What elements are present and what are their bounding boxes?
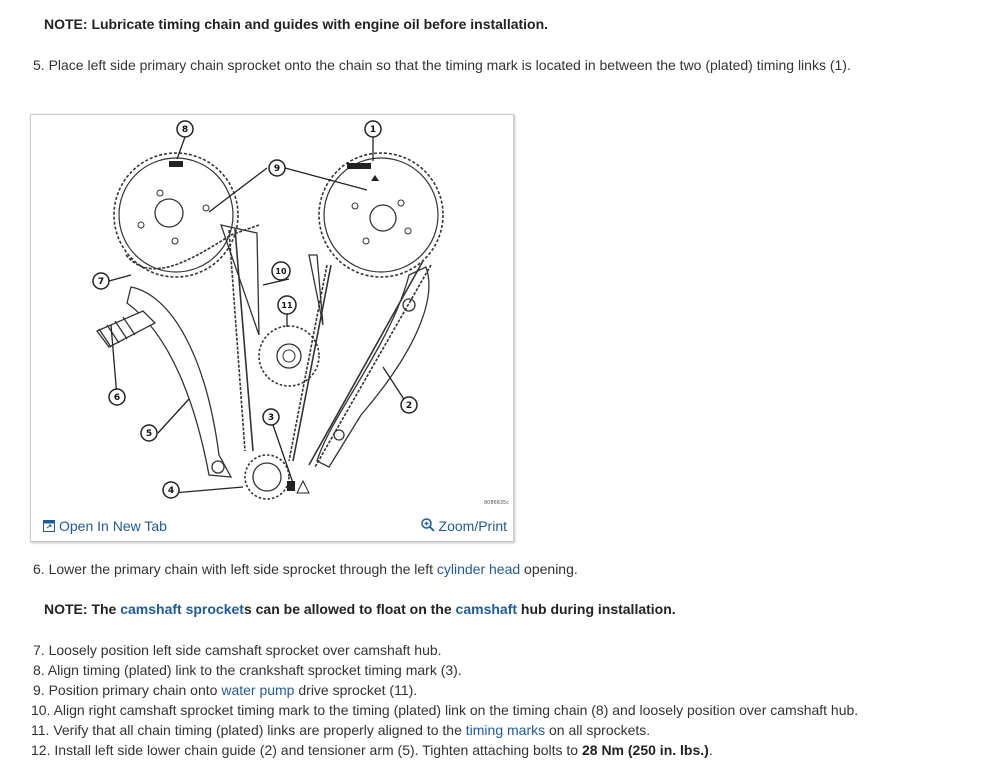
callout-label-9: 9	[274, 164, 280, 174]
step-8: 8. Align timing (plated) link to the cra…	[33, 662, 462, 678]
callout-circle-3	[262, 408, 280, 426]
step-11-text: 11. Verify that all chain timing (plated…	[31, 722, 466, 738]
figure-toolbar: Open In New Tab Zoom/Print	[31, 512, 513, 538]
step-7: 7. Loosely position left side camshaft s…	[33, 642, 442, 658]
water-pump-sprocket	[258, 325, 320, 387]
timing-marks	[169, 161, 379, 494]
tensioner	[95, 310, 157, 348]
callout-label-7: 7	[98, 277, 104, 287]
open-in-new-tab-label: Open In New Tab	[59, 518, 167, 534]
callout-markers: 1 2 3 4 5 6 7 8 9 10 11	[92, 120, 418, 499]
callout-circle-2	[400, 396, 418, 414]
chain-guides	[126, 224, 430, 478]
note-2-prefix: NOTE: The	[44, 601, 121, 617]
zoom-print-button[interactable]: Zoom/Print	[420, 518, 507, 534]
callout-circle-11	[277, 295, 297, 315]
callout-circle-10	[271, 261, 291, 281]
water-pump-link[interactable]: water pump	[221, 682, 295, 698]
cylinder-head-link[interactable]: cylinder head	[436, 561, 521, 577]
zoom-print-label: Zoom/Print	[438, 518, 507, 534]
callout-label-6: 6	[114, 393, 120, 403]
step-11-suffix: on all sprockets.	[545, 722, 651, 738]
crankshaft-sprocket	[244, 454, 290, 500]
timing-chain-figure: 1 2 3 4 5 6 7 8 9 10 11 8086635c Open In New Tab Z…	[30, 114, 514, 542]
magnifier-zoom-icon	[420, 518, 435, 532]
callout-label-8: 8	[182, 125, 188, 135]
callout-circle-4	[162, 481, 180, 499]
callout-circle-8	[176, 120, 194, 138]
step-5: 5. Place left side primary chain sprocke…	[33, 57, 851, 73]
left-camshaft-sprocket	[113, 152, 239, 278]
note-2-suffix: hub during installation.	[517, 601, 676, 617]
callout-label-5: 5	[146, 429, 152, 439]
callout-circle-1	[364, 120, 382, 138]
callout-label-3: 3	[268, 413, 274, 423]
step-11: 11. Verify that all chain timing (plated…	[31, 721, 650, 739]
timing-chain-diagram: 1 2 3 4 5 6 7 8 9 10 11	[92, 120, 444, 500]
torque-value: 28 Nm (250 in. lbs.)	[581, 742, 709, 758]
camshaft-link[interactable]: camshaft	[455, 601, 518, 617]
callout-circle-9	[268, 159, 286, 177]
callout-label-10: 10	[275, 267, 287, 276]
timing-marks-link[interactable]: timing marks	[465, 722, 546, 738]
note-camshaft-float: NOTE: The camshaft sprockets can be allo…	[44, 600, 676, 618]
note-2-mid: s can be allowed to float on the	[243, 601, 456, 617]
callout-label-4: 4	[168, 486, 174, 496]
step-10: 10. Align right camshaft sprocket timing…	[31, 702, 859, 718]
step-12-suffix: .	[708, 742, 713, 758]
callout-label-2: 2	[406, 401, 412, 411]
callout-circle-5	[140, 424, 158, 442]
callout-circle-6	[108, 388, 126, 406]
step-6-text: 6. Lower the primary chain with left sid…	[33, 561, 437, 577]
step-6: 6. Lower the primary chain with left sid…	[33, 560, 578, 578]
open-in-new-tab-icon	[43, 520, 55, 532]
step-6-suffix: opening.	[520, 561, 578, 577]
timing-chain	[125, 224, 432, 468]
note-lubricate: NOTE: Lubricate timing chain and guides …	[44, 16, 549, 32]
step-12: 12. Install left side lower chain guide …	[31, 741, 713, 759]
callout-label-1: 1	[370, 125, 376, 135]
callout-label-11: 11	[281, 301, 293, 310]
figure-code: 8086635c	[483, 500, 509, 506]
camshaft-sprocket-link[interactable]: camshaft sprocket	[120, 601, 244, 617]
step-9-text: 9. Position primary chain onto	[33, 682, 222, 698]
step-9: 9. Position primary chain onto water pum…	[33, 681, 417, 699]
open-in-new-tab-button[interactable]: Open In New Tab	[43, 518, 167, 534]
callout-circle-7	[92, 272, 110, 290]
step-12-text: 12. Install left side lower chain guide …	[31, 742, 582, 758]
right-camshaft-sprocket	[318, 152, 444, 278]
step-9-suffix: drive sprocket (11).	[294, 682, 418, 698]
